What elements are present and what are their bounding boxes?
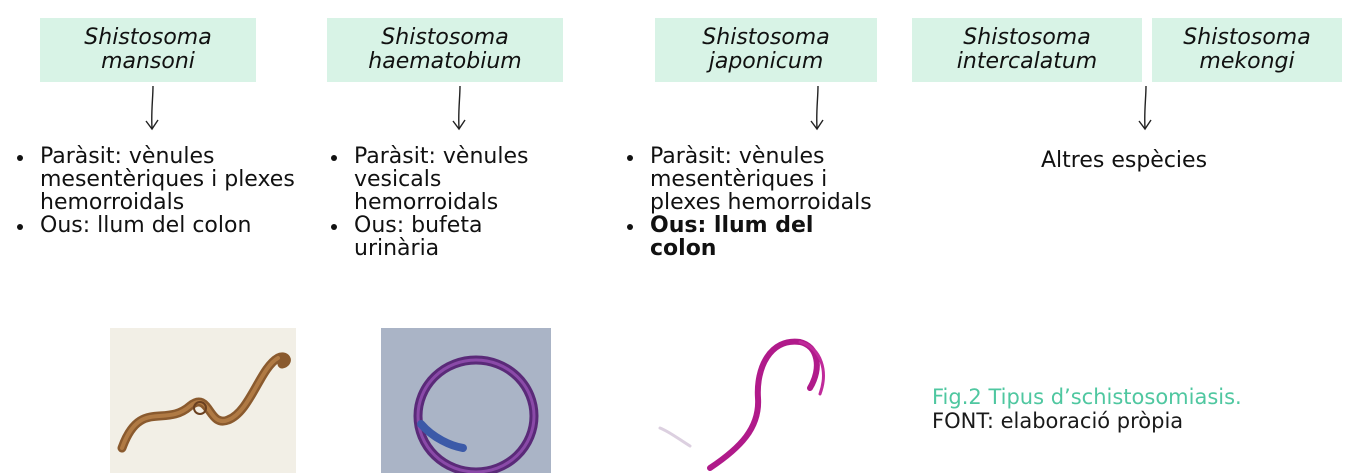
figure-source: FONT: elaboració pròpia — [932, 409, 1242, 433]
species-name: japonicum — [709, 50, 824, 74]
arrow-down-icon — [805, 84, 829, 134]
details-list-mansoni: Paràsit: vènules mesentèriques i plexes … — [12, 145, 304, 237]
species-box-mekongi: Shistosoma mekongi — [1152, 18, 1342, 82]
species-box-mansoni: Shistosoma mansoni — [40, 18, 256, 82]
species-genus: Shistosoma — [963, 26, 1090, 50]
arrow-down-icon — [1133, 84, 1157, 134]
species-name: mekongi — [1199, 50, 1294, 74]
species-box-japonicum: Shistosoma japonicum — [655, 18, 877, 82]
arrow-down-icon — [140, 84, 164, 134]
species-genus: Shistosoma — [84, 26, 211, 50]
figure-caption: Fig.2 Tipus d’schistosomiasis. FONT: ela… — [932, 385, 1242, 433]
figure-ref: Fig.2 — [932, 385, 982, 409]
species-box-intercalatum: Shistosoma intercalatum — [912, 18, 1142, 82]
worm-photo-japonicum — [650, 328, 840, 473]
schistosoma-mansoni-worm-photo — [110, 328, 296, 473]
species-name: haematobium — [368, 50, 521, 74]
species-name: intercalatum — [957, 50, 1097, 74]
species-genus: Shistosoma — [381, 26, 508, 50]
details-item: Ous: llum del colon — [622, 214, 874, 260]
details-list-japonicum: Paràsit: vènules mesentèriques i plexes … — [622, 145, 874, 260]
details-list-haematobium: Paràsit: vènules vesicals hemorroidals O… — [326, 145, 568, 260]
details-item: Paràsit: vènules mesentèriques i plexes … — [12, 145, 304, 214]
figure-title: Tipus d’schistosomiasis. — [982, 385, 1242, 409]
schistosoma-japonicum-worm-photo — [650, 328, 840, 473]
species-genus: Shistosoma — [1183, 26, 1310, 50]
details-item: Paràsit: vènules mesentèriques i plexes … — [622, 145, 874, 214]
species-name: mansoni — [101, 50, 195, 74]
species-box-haematobium: Shistosoma haematobium — [327, 18, 563, 82]
arrow-down-icon — [447, 84, 471, 134]
details-item: Paràsit: vènules vesicals hemorroidals — [326, 145, 568, 214]
schistosoma-haematobium-worm-photo — [381, 328, 551, 473]
worm-photo-mansoni — [110, 328, 296, 473]
species-genus: Shistosoma — [702, 26, 829, 50]
other-species-label: Altres espècies — [1041, 148, 1207, 173]
details-item: Ous: llum del colon — [12, 214, 304, 237]
details-item: Ous: bufeta urinària — [326, 214, 568, 260]
worm-photo-haematobium — [381, 328, 551, 473]
